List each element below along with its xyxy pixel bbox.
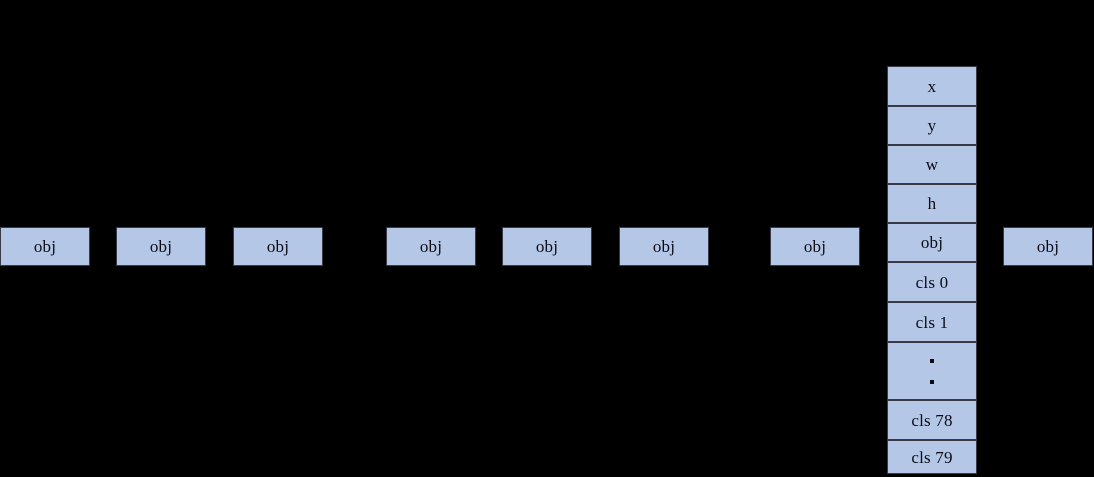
stack-cell-w: w xyxy=(887,145,977,184)
obj-box: obj xyxy=(770,227,860,266)
obj-box: obj xyxy=(116,227,206,266)
stack-cell-x: x xyxy=(887,66,977,106)
obj-box: obj xyxy=(0,227,90,266)
stack-cell-h: h xyxy=(887,184,977,223)
stack-cell-cls-79: cls 79 xyxy=(887,440,977,474)
obj-box: obj xyxy=(1003,227,1093,266)
stack-cell-cls-1: cls 1 xyxy=(887,302,977,342)
obj-box: obj xyxy=(386,227,476,266)
ellipsis-dot xyxy=(930,358,934,363)
stack-cell-y: y xyxy=(887,106,977,145)
stack-cell-obj: obj xyxy=(887,223,977,262)
obj-box: obj xyxy=(502,227,592,266)
obj-box: obj xyxy=(233,227,323,266)
ellipsis-dot xyxy=(930,379,934,384)
obj-box: obj xyxy=(619,227,709,266)
stack-cell-cls-0: cls 0 xyxy=(887,262,977,302)
stack-cell-cls-78: cls 78 xyxy=(887,400,977,440)
vertical-ellipsis-cell: · · xyxy=(887,342,977,400)
